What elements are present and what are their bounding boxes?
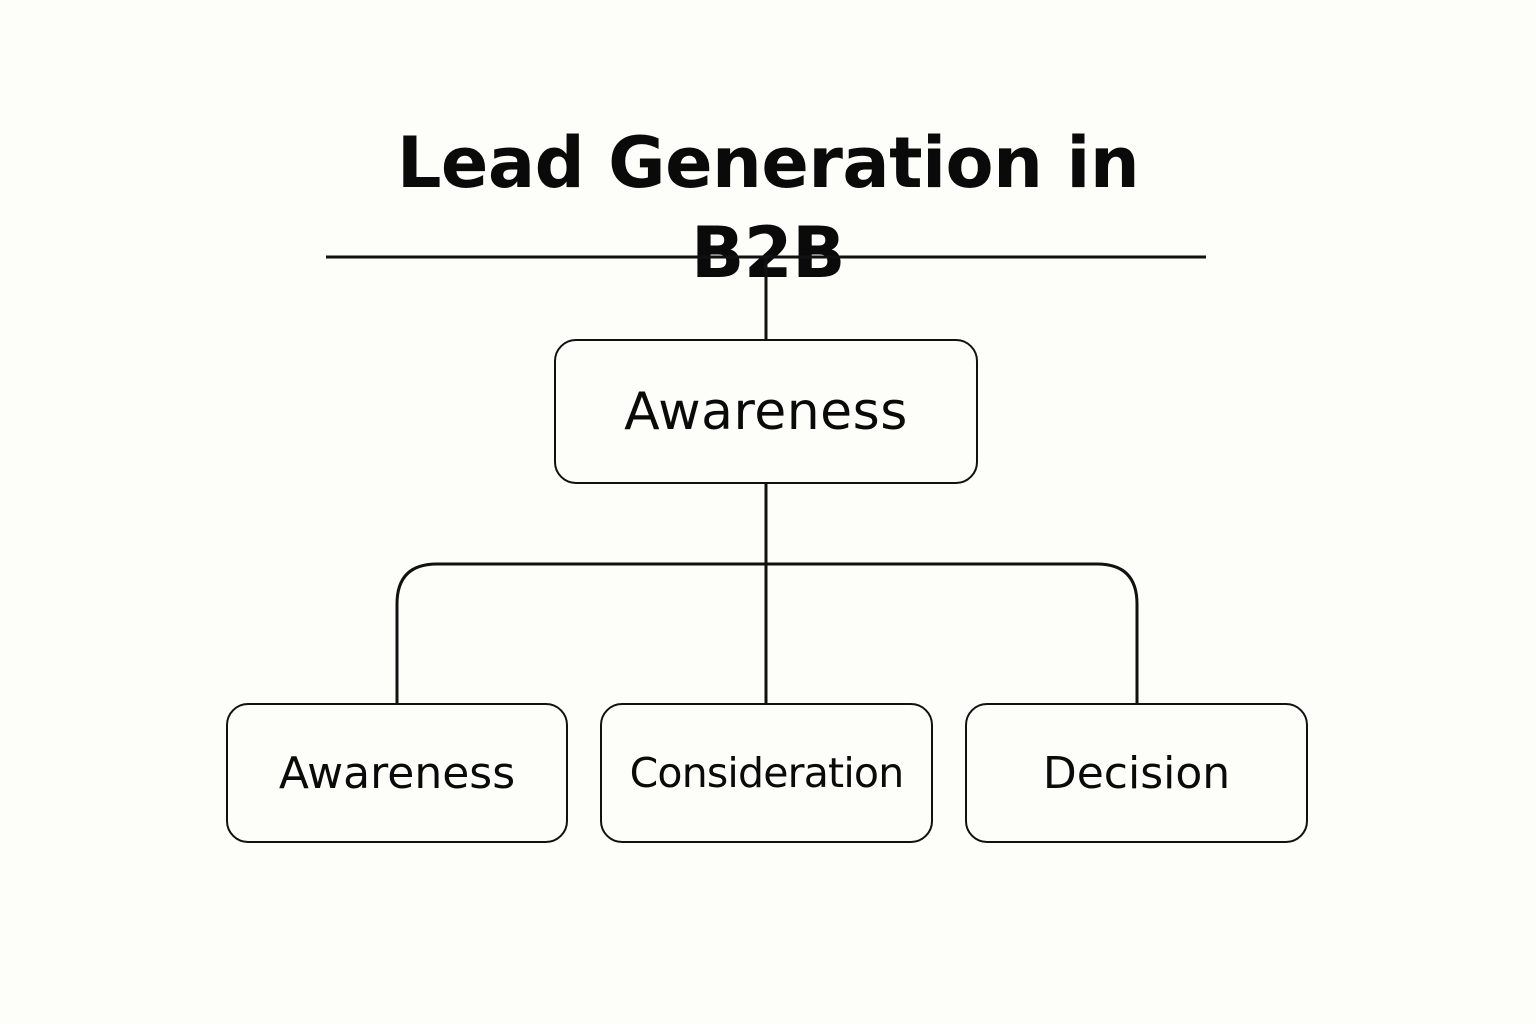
root-node-label: Awareness: [624, 381, 908, 442]
child-node-decision: Decision: [965, 703, 1308, 843]
child-node-consideration: Consideration: [600, 703, 933, 843]
child-node-label: Consideration: [629, 749, 905, 797]
root-node-awareness: Awareness: [554, 339, 978, 484]
child-node-label: Decision: [1042, 747, 1231, 799]
child-node-label: Awareness: [278, 747, 516, 799]
connector-branch-bracket: [395, 562, 1139, 704]
child-node-awareness: Awareness: [226, 703, 568, 843]
diagram-title: Lead Generation in B2B: [396, 122, 1140, 294]
